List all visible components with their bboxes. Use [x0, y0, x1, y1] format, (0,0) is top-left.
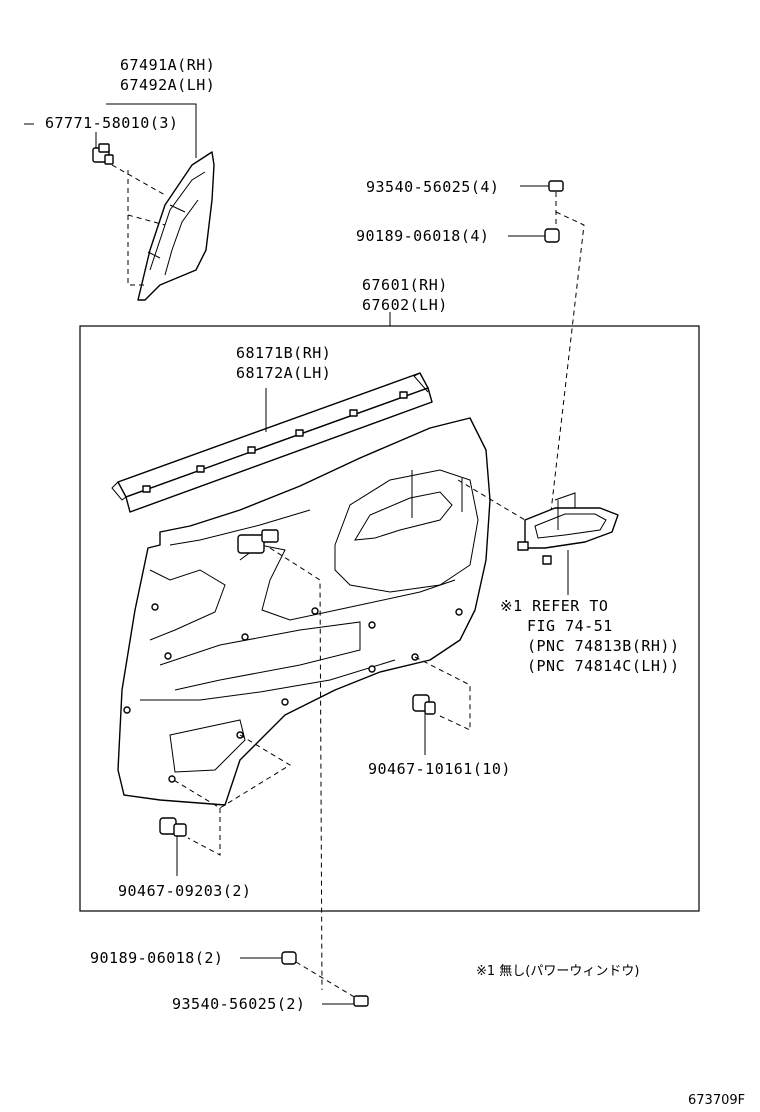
- screw-93540-top-part: [520, 180, 564, 192]
- label-67771: 67771-58010(3): [45, 114, 178, 132]
- label-67491a: 67491A(RH): [120, 56, 215, 74]
- board-dash-2: [457, 479, 526, 521]
- label-93540-bottom: 93540-56025(2): [172, 995, 305, 1013]
- clip-dash-1: [111, 164, 166, 196]
- clip-dash-2: [127, 170, 145, 286]
- label-68172a: 68172A(LH): [236, 364, 331, 382]
- label-67602: 67602(LH): [362, 296, 448, 314]
- bottom-dash: [295, 961, 357, 999]
- door-trim-cover-part: [137, 151, 215, 301]
- label-90467-09203: 90467-09203(2): [118, 882, 251, 900]
- board-dash-5: [187, 808, 221, 856]
- label-93540-top: 93540-56025(4): [366, 178, 499, 196]
- clip-67771-part: [92, 143, 114, 165]
- weatherstrip-part: [111, 372, 433, 513]
- label-90189-top: 90189-06018(4): [356, 227, 489, 245]
- figure-id: 673709F: [688, 1093, 745, 1108]
- label-67601: 67601(RH): [362, 276, 448, 294]
- label-refer-1: ※1 REFER TO: [500, 597, 608, 615]
- screw-93540-bottom-part: [322, 995, 369, 1007]
- nut-90189-bottom-part: [240, 951, 297, 965]
- nut-90189-top-part: [508, 228, 560, 243]
- label-90189-bottom: 90189-06018(2): [90, 949, 223, 967]
- label-67492a: 67492A(LH): [120, 76, 215, 94]
- board-dash-4: [171, 734, 291, 809]
- clip-90467-09203-part: [159, 817, 187, 876]
- inside-handle-part: [517, 492, 619, 565]
- label-refer-3: (PNC 74813B(RH)): [527, 637, 680, 655]
- screw-dash-b: [549, 211, 585, 521]
- door-trim-board-part: [117, 417, 491, 806]
- label-refer-4: (PNC 74814C(LH)): [527, 657, 680, 675]
- clip-dash-3: [127, 214, 166, 226]
- note-japanese: ※1 無し(パワーウィンドウ): [476, 964, 639, 979]
- trim-cover-leader: [106, 103, 197, 158]
- clip-90467-10161-part: [412, 694, 436, 755]
- board-dash-1: [269, 547, 323, 991]
- label-68171b: 68171B(RH): [236, 344, 331, 362]
- board-dash-3: [414, 656, 471, 731]
- label-90467-10161: 90467-10161(10): [368, 760, 511, 778]
- label-refer-2: FIG 74-51: [527, 617, 613, 635]
